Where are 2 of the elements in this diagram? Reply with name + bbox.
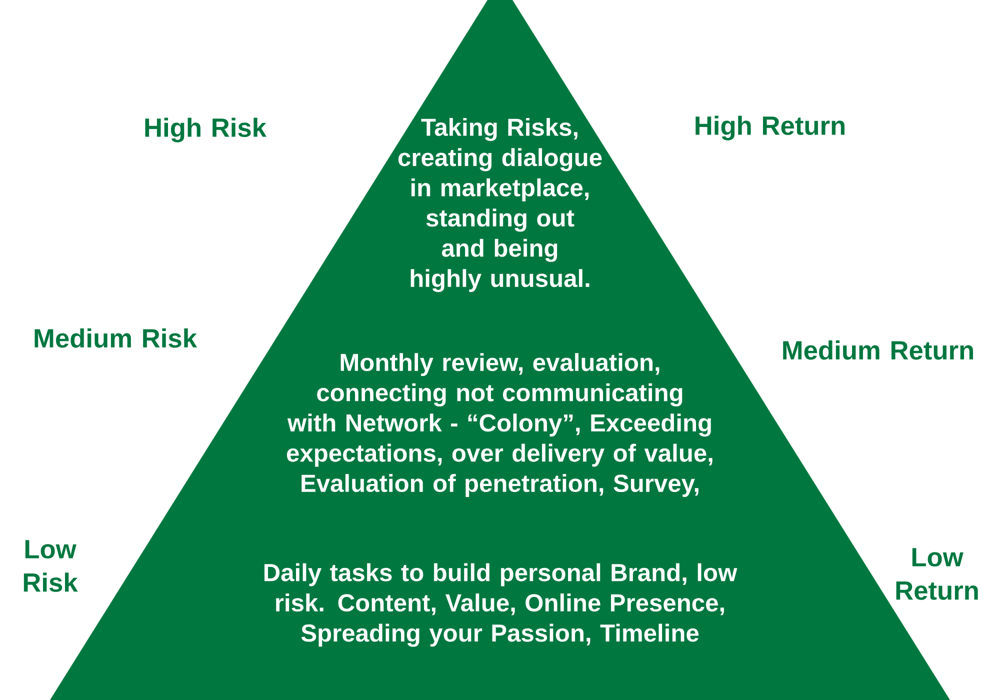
side-label: High Return xyxy=(696,116,844,140)
side-label: High Risk xyxy=(145,118,267,142)
